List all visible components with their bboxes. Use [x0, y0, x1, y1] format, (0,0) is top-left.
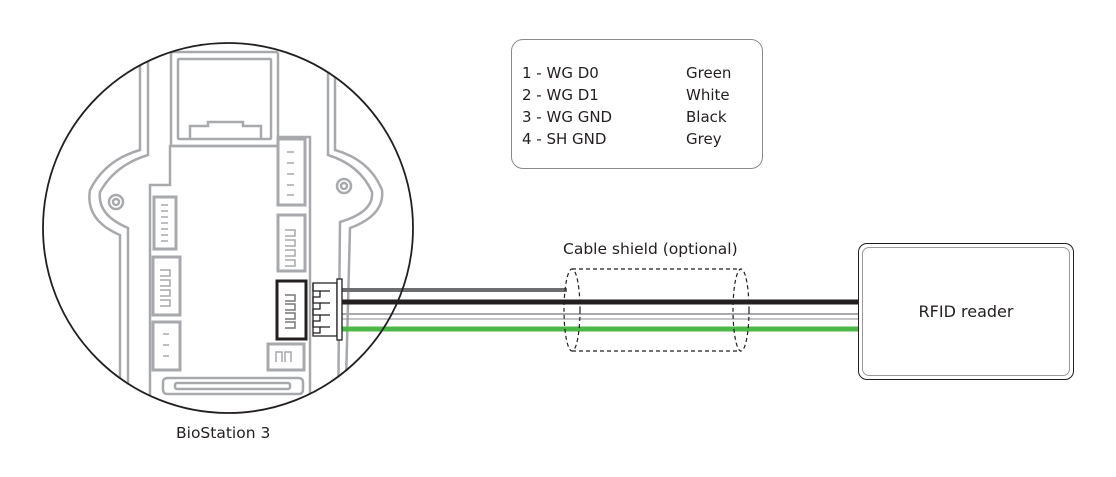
rfid-reader-inner: RFID reader [862, 247, 1070, 376]
device-connectors [151, 137, 307, 372]
connector-right-1 [276, 137, 307, 207]
device-outline [42, 42, 414, 414]
legend-color: Green [686, 64, 732, 82]
rfid-reader-label: RFID reader [918, 302, 1014, 321]
legend-color: White [686, 86, 730, 104]
wire-plug [312, 278, 343, 341]
legend-signal: 3 - WG GND [522, 108, 613, 126]
connector-left-3 [151, 320, 182, 372]
pin-legend: 1 - WG D0 Green 2 - WG D1 White 3 - WG G… [511, 39, 763, 169]
legend-color: Black [686, 108, 727, 126]
cable-shield-label: Cable shield (optional) [563, 240, 738, 258]
connector-right-4 [266, 342, 306, 372]
rfid-reader: RFID reader [858, 243, 1074, 380]
connector-right-2 [276, 213, 307, 273]
device-label: BioStation 3 [176, 424, 271, 442]
legend-signal: 2 - WG D1 [522, 86, 599, 104]
device-board [88, 43, 384, 413]
legend-signal: 1 - WG D0 [522, 64, 599, 82]
legend-color: Grey [686, 130, 722, 148]
legend-signal: 4 - SH GND [522, 130, 607, 148]
cable-shield [563, 268, 750, 352]
